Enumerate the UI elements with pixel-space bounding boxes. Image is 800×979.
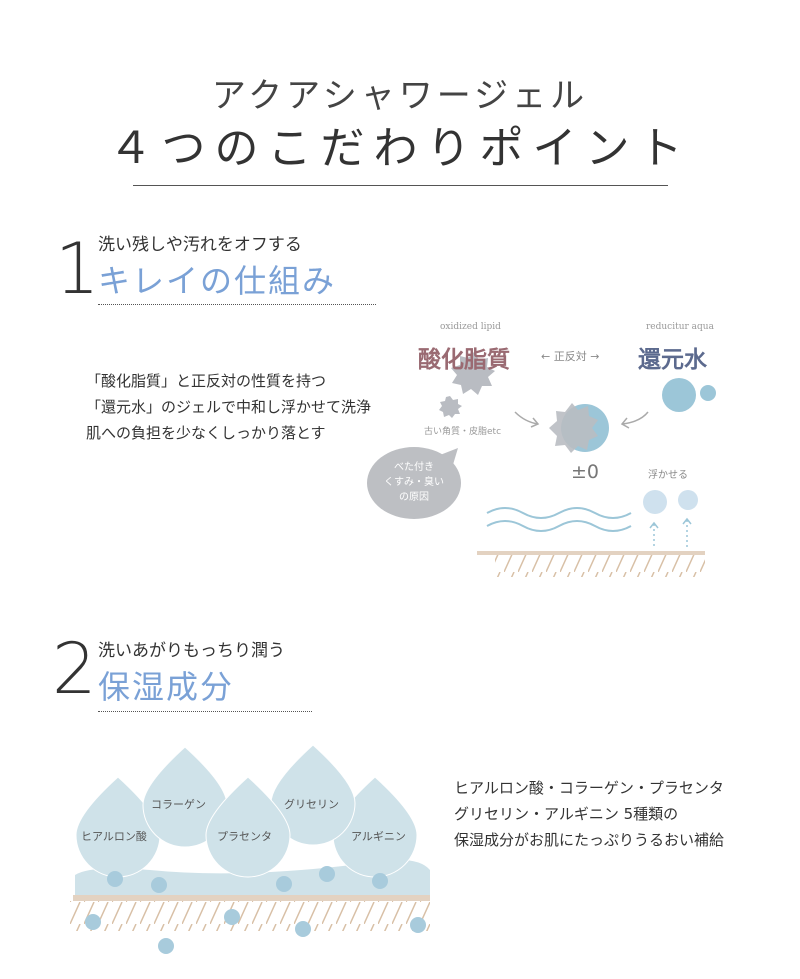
ingredient-hyaluronic: ヒアルロン酸 xyxy=(81,830,147,843)
neutralized-particle-icon xyxy=(549,403,609,453)
body-line: グリセリン・アルギニン 5種類の xyxy=(454,805,679,823)
label-oxidized-lipid-en: oxidized lipid xyxy=(440,322,501,332)
ingredient-arginine: アルギニン xyxy=(351,830,406,843)
body-line: ヒアルロン酸・コラーゲン・プラセンタ xyxy=(454,779,724,797)
up-arrow-icon xyxy=(649,517,692,548)
arrow-icon xyxy=(514,411,539,425)
section-1-subtitle: 洗い残しや汚れをオフする xyxy=(98,235,302,255)
label-oxidized-lipid: 酸化脂質 xyxy=(418,346,510,373)
label-dirt: 古い角質・皮脂etc xyxy=(424,427,502,437)
moisture-dots xyxy=(85,866,426,954)
ingredient-placenta: プラセンタ xyxy=(217,830,272,843)
section-2-subtitle: 洗いあがりもっちり潤う xyxy=(98,641,285,661)
section-1-underline xyxy=(98,304,376,305)
body-line: 肌への負担を少なくしっかり落とす xyxy=(86,424,326,442)
speech-bubble-icon xyxy=(367,447,461,519)
speech-bubble-text: べた付き くすみ・臭い の原因 xyxy=(367,460,461,505)
wave-lines-icon xyxy=(486,507,632,532)
label-reducitur-aqua-en: reducitur aqua xyxy=(646,322,714,332)
title-divider xyxy=(133,185,668,186)
page-title: ４つのこだわりポイント xyxy=(108,123,692,174)
body-line: 「酸化脂質」と正反対の性質を持つ xyxy=(86,372,327,390)
bubble-line: べた付き xyxy=(394,462,434,473)
title-line-1: アクアシャワージェル xyxy=(211,76,589,116)
section-1-number: 1 xyxy=(55,228,100,310)
label-opposite: ← 正反対 → xyxy=(541,350,600,363)
floating-dirt-icon xyxy=(643,490,698,514)
section-2-body: ヒアルロン酸・コラーゲン・プラセンタ グリセリン・アルギニン 5種類の 保湿成分… xyxy=(454,775,724,853)
dirt-particles-icon xyxy=(439,352,495,418)
section-2-underline xyxy=(98,711,312,712)
body-line: 「還元水」のジェルで中和し浮かせて洗浄 xyxy=(86,398,372,416)
bubble-line: の原因 xyxy=(399,492,429,503)
skin-surface xyxy=(73,895,430,901)
label-neutral: ±0 xyxy=(571,461,600,483)
skin-hatch xyxy=(68,901,430,931)
skin-surface xyxy=(477,551,705,555)
body-line: 保湿成分がお肌にたっぷりうるおい補給 xyxy=(454,831,725,849)
bubble-line: くすみ・臭い xyxy=(384,477,444,488)
section-1-heading: キレイの仕組み xyxy=(98,262,337,300)
ingredient-collagen: コラーゲン xyxy=(151,798,206,811)
ingredient-drops-icon xyxy=(75,744,418,878)
section-2-heading: 保湿成分 xyxy=(98,668,235,706)
label-reduced-water: 還元水 xyxy=(638,346,707,373)
label-float: 浮かせる xyxy=(648,470,688,481)
skin-hatch xyxy=(495,555,705,577)
ingredient-glycerin: グリセリン xyxy=(284,798,339,811)
water-circle-icon xyxy=(662,378,696,412)
section-2-number: 2 xyxy=(52,628,97,710)
arrow-icon xyxy=(621,411,649,425)
section-1-body: 「酸化脂質」と正反対の性質を持つ 「還元水」のジェルで中和し浮かせて洗浄 肌への… xyxy=(86,368,371,446)
